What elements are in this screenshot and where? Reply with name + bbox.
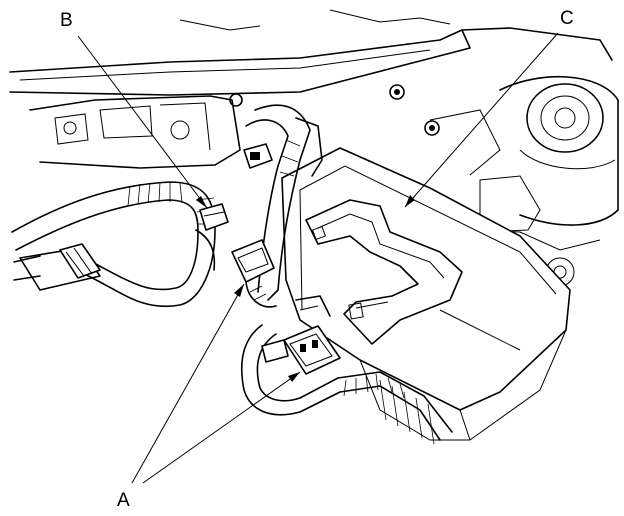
connector-a-upper [231, 239, 277, 308]
callout-label-c: C [560, 8, 574, 29]
harness-lower [240, 295, 453, 441]
left-bracket [29, 95, 241, 169]
leader-lines [77, 32, 559, 484]
bolt-heads [229, 84, 440, 136]
callout-label-a: A [117, 490, 130, 511]
upper-cross-member [9, 9, 613, 96]
bracket-c [305, 199, 463, 345]
clamp-b [195, 203, 229, 271]
harness-loop-left [11, 181, 216, 308]
callout-label-b: B [60, 10, 73, 31]
